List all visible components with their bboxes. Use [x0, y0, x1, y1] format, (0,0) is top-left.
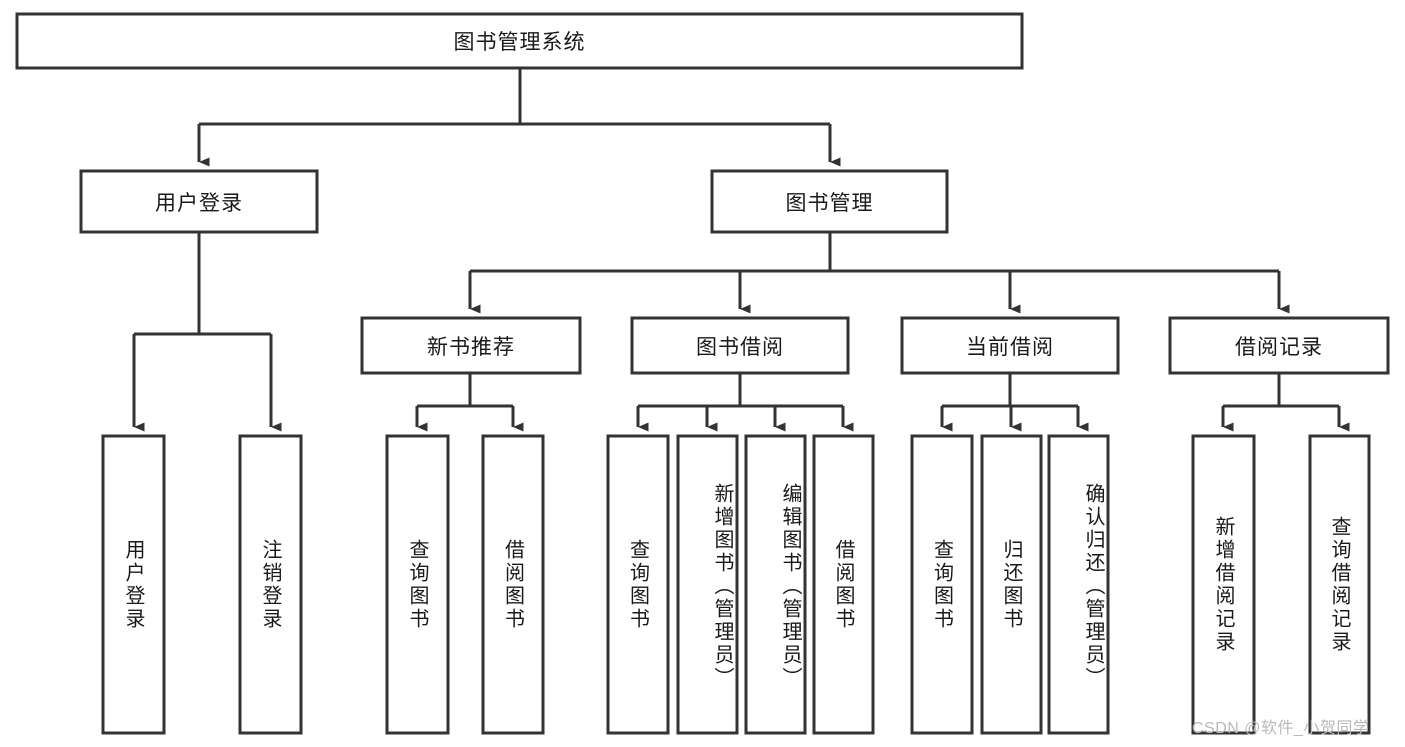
- box-user-login: [79, 169, 319, 234]
- box-leaf-edit-book: [744, 434, 807, 735]
- box-leaf-query-book-3: [910, 434, 974, 735]
- box-leaf-query-book-2: [606, 434, 670, 735]
- box-root: [15, 12, 1024, 70]
- box-current-borrow: [900, 316, 1120, 375]
- box-leaf-add-book: [676, 434, 739, 735]
- box-leaf-borrow-book-2: [812, 434, 875, 735]
- box-book-borrow: [630, 316, 850, 375]
- box-book-manage: [710, 169, 949, 234]
- box-leaf-return-book: [980, 434, 1043, 735]
- box-leaf-query-record: [1308, 434, 1371, 735]
- box-leaf-query-book-1: [385, 434, 450, 735]
- box-borrow-record: [1168, 316, 1390, 375]
- box-leaf-borrow-book-1: [481, 434, 545, 735]
- box-leaf-confirm-return: [1047, 434, 1110, 735]
- box-leaf-add-record: [1191, 434, 1256, 735]
- box-leaf-user-login: [101, 434, 166, 735]
- box-new-book-recommend: [360, 316, 582, 375]
- box-leaf-logout: [238, 434, 303, 735]
